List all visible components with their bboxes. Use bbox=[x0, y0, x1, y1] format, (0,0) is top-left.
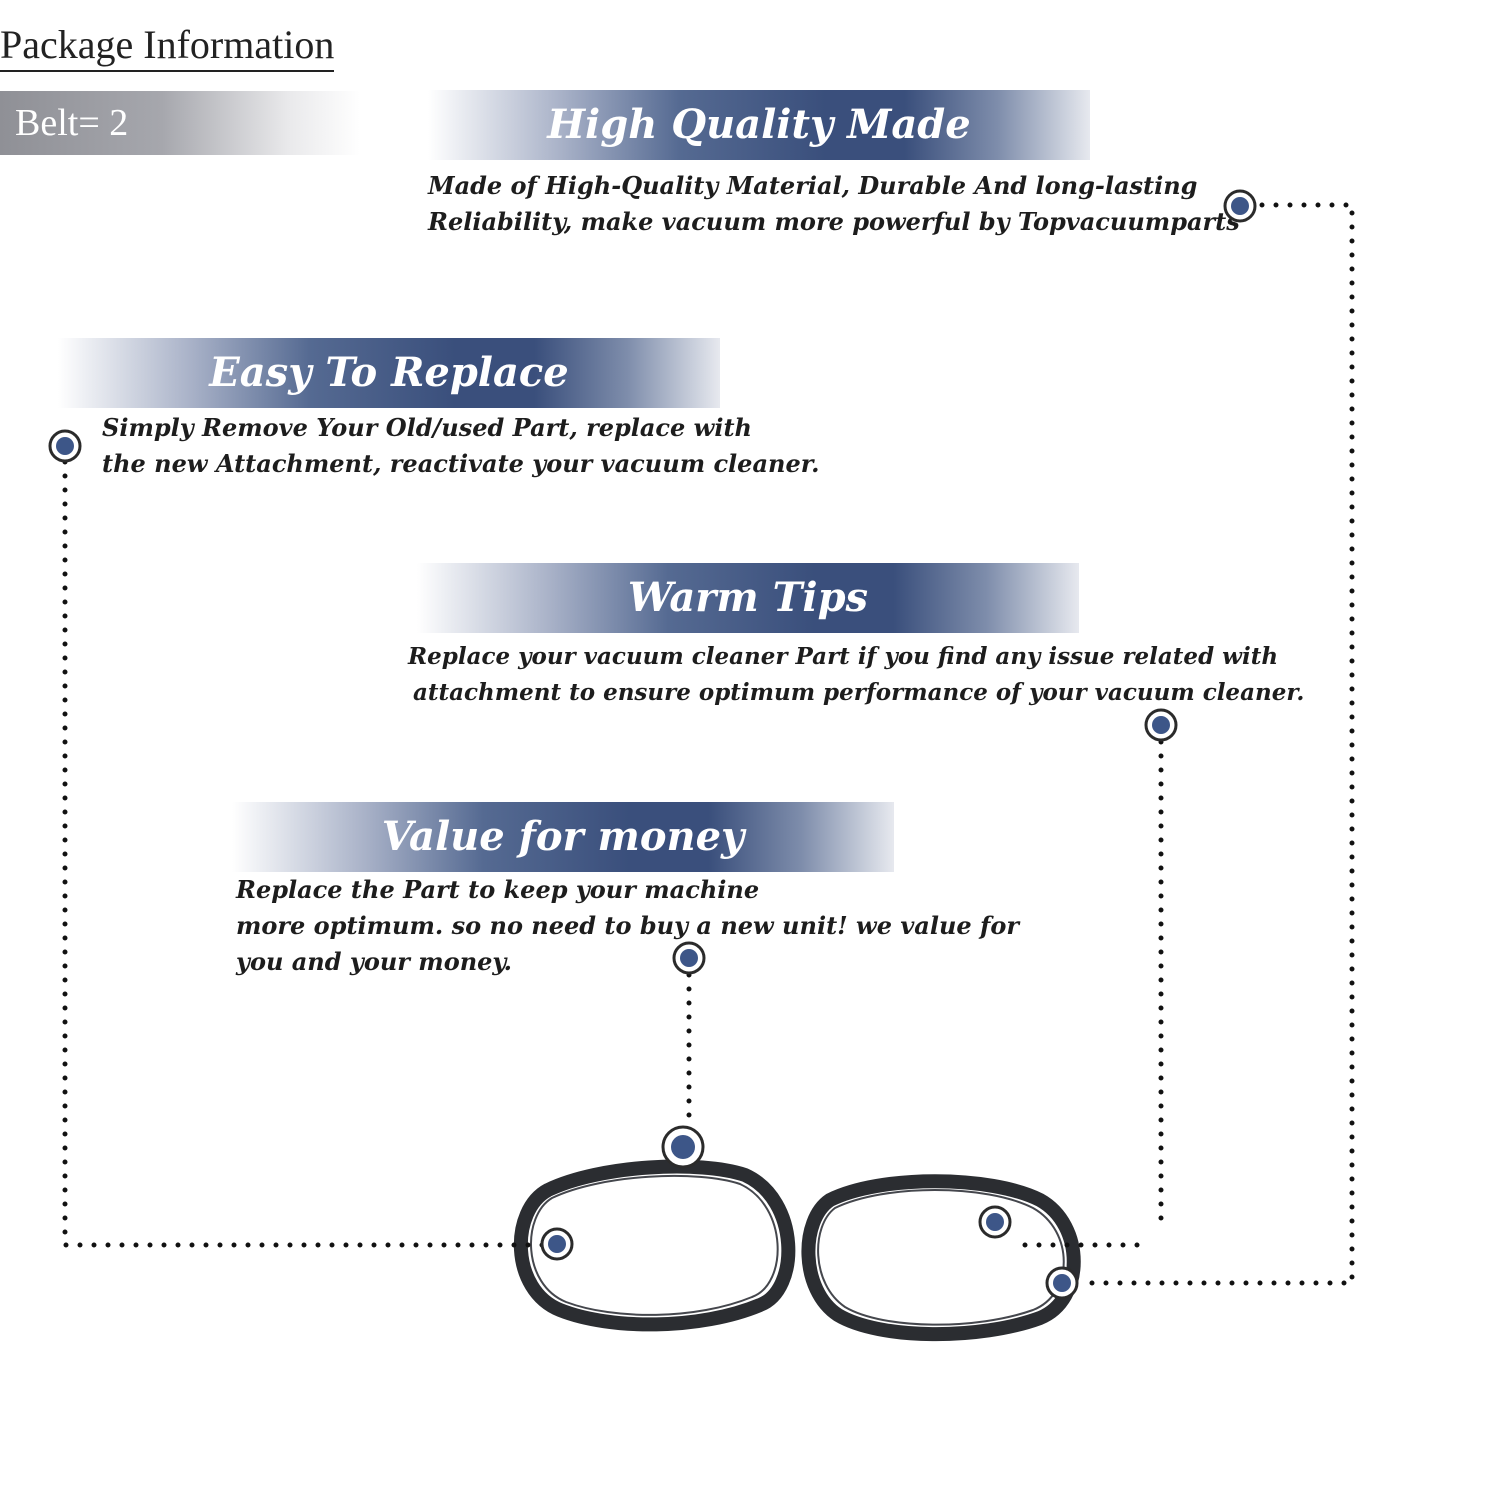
dotted-connector bbox=[62, 202, 1355, 1286]
banner-easy-replace: Easy To Replace bbox=[58, 338, 720, 408]
easy-replace-line-2: the new Attachment, reactivate your vacu… bbox=[102, 449, 820, 478]
marker-warm-tips bbox=[1144, 708, 1178, 742]
high-quality-line-2: Reliability, make vacuum more powerful b… bbox=[428, 207, 1240, 236]
high-quality-line-1: Made of High-Quality Material, Durable A… bbox=[428, 171, 1198, 200]
marker-value bbox=[672, 941, 706, 975]
marker-belt-right-top bbox=[978, 1205, 1012, 1239]
marker-belt-top bbox=[661, 1125, 705, 1169]
easy-replace-description: Simply Remove Your Old/used Part, replac… bbox=[102, 410, 820, 482]
marker-belt-right-bottom bbox=[1045, 1266, 1079, 1300]
value-description: Replace the Part to keep your machine mo… bbox=[236, 872, 1019, 980]
belt-count-badge: Belt= 2 bbox=[0, 91, 360, 155]
value-line-1: Replace the Part to keep your machine bbox=[236, 875, 760, 904]
value-line-3: you and your money. bbox=[236, 947, 512, 976]
callout-marker-icon bbox=[48, 189, 1257, 1300]
banner-high-quality: High Quality Made bbox=[428, 90, 1090, 160]
belt-right bbox=[801, 1174, 1081, 1342]
value-line-2: more optimum. so no need to buy a new un… bbox=[236, 911, 1019, 940]
banner-warm-tips: Warm Tips bbox=[417, 563, 1079, 633]
marker-belt-left bbox=[540, 1227, 574, 1261]
package-title: Package Information bbox=[0, 22, 335, 72]
warm-tips-line-2: attachment to ensure optimum performance… bbox=[413, 679, 1305, 706]
vacuum-belt-image bbox=[514, 1159, 1081, 1342]
easy-replace-line-1: Simply Remove Your Old/used Part, replac… bbox=[102, 413, 752, 442]
high-quality-description: Made of High-Quality Material, Durable A… bbox=[428, 168, 1240, 240]
marker-easy-replace bbox=[48, 429, 82, 463]
banner-value-for-money: Value for money bbox=[232, 802, 894, 872]
warm-tips-description: Replace your vacuum cleaner Part if you … bbox=[408, 639, 1304, 711]
warm-tips-line-1: Replace your vacuum cleaner Part if you … bbox=[408, 643, 1279, 670]
marker-high-quality bbox=[1223, 189, 1257, 223]
